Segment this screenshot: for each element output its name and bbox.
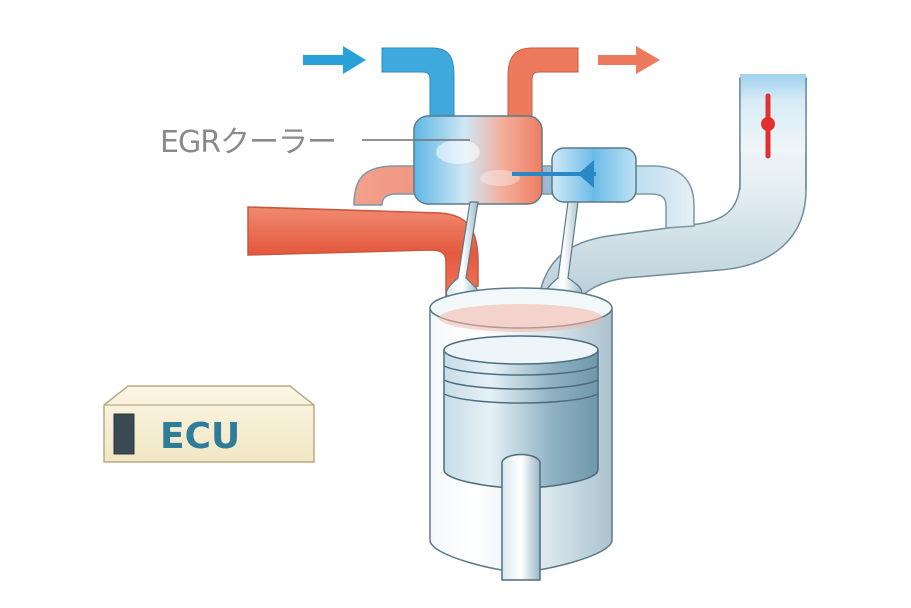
egr-cooler	[413, 115, 543, 205]
egr-cooler-label: EGRクーラー	[160, 125, 336, 160]
ecu-indicator-icon	[113, 413, 135, 455]
ecu-label: ECU	[160, 416, 240, 457]
egr-valve	[512, 147, 637, 203]
coolant-out-arrow-icon	[598, 46, 660, 74]
throttle-body	[739, 74, 807, 190]
connecting-rod	[501, 453, 541, 581]
throttle-valve-icon	[761, 93, 775, 159]
coolant-in-arrow-icon	[303, 46, 366, 74]
coolant-lines	[381, 47, 579, 127]
exhaust-pipe	[247, 206, 479, 302]
ecu-unit: ECU	[103, 385, 315, 463]
valve-stems	[445, 201, 583, 299]
piston	[443, 335, 599, 489]
